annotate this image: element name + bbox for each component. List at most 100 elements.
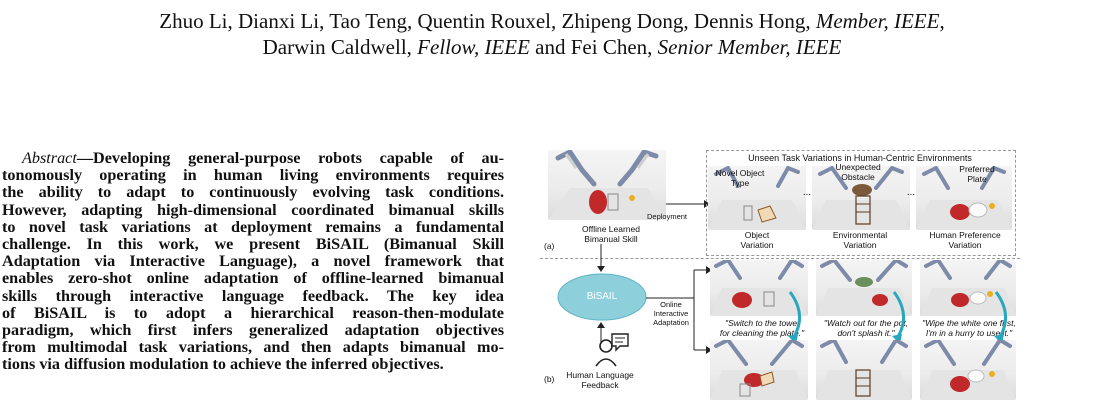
quote-pot-line1: "Watch out for the pot,	[823, 318, 909, 328]
quote-wipe-line1: "Wipe the white one first,	[922, 318, 1016, 328]
abstract-line: tonomously operating in human living env…	[2, 166, 504, 185]
author-list: Zhuo Li, Dianxi Li, Tao Teng, Quentin Ro…	[0, 8, 1104, 60]
adapt-pot-photo-after	[816, 340, 912, 400]
deployment-label: Deployment	[646, 212, 688, 221]
adapt-towel-photo-before	[710, 260, 808, 316]
human-language-line2: Feedback	[581, 380, 619, 390]
object-variation-label: Object Variation	[730, 230, 784, 250]
unseen-variations-title: Unseen Task Variations in Human-Centric …	[748, 153, 972, 163]
abstract-line: However, adapting high-dimensional coord…	[2, 200, 504, 219]
curved-arrow	[994, 291, 1007, 344]
environmental-line2: Variation	[843, 240, 877, 250]
unseen-variations-box	[706, 150, 1016, 256]
unexpected-line2: Obstacle	[841, 172, 875, 182]
abstract-line: paradigm, which first infers generalized…	[2, 321, 504, 340]
wipe-scene-before	[920, 260, 1016, 316]
human-preference-photo	[916, 166, 1012, 230]
abstract-line: tions via diffusion modulation to achiev…	[2, 355, 444, 374]
human-preference-line1: Human Preference	[929, 230, 1001, 240]
abstract-line: skills through interactive language feed…	[2, 286, 504, 305]
abstract-line: of BiSAIL is to adopt a hierarchical rea…	[2, 303, 504, 322]
ellipsis: ...	[802, 187, 812, 198]
abstract-line: from multimodal task variations, and the…	[2, 338, 504, 357]
unexpected-line1: Unexpected	[835, 162, 881, 172]
novel-object-line2: Type	[730, 178, 750, 188]
quote-towel: "Switch to the towel for cleaning the pl…	[710, 318, 814, 338]
adapt-towel-photo-after	[710, 340, 808, 400]
offline-skill-label: Offline Learned Bimanual Skill	[556, 224, 666, 244]
speaking-person-icon	[595, 333, 629, 367]
down-arrow	[597, 244, 605, 272]
adapt-pot-photo-before	[816, 260, 912, 316]
abstract: Abstract—Developing general-purpose robo…	[2, 149, 504, 374]
up-arrow	[597, 322, 605, 344]
object-variation-line2: Variation	[740, 240, 774, 250]
environmental-line1: Environmental	[832, 230, 888, 240]
pot-scene-after	[816, 340, 912, 400]
author-names-2b: and Fei Chen,	[535, 35, 653, 59]
panel-a-label: (a)	[544, 241, 555, 251]
author-role-2a: Fellow, IEEE	[417, 35, 530, 59]
robot-scene-illustration	[548, 150, 666, 220]
novel-object-label: Novel Object Type	[710, 168, 770, 188]
quote-towel-line1: "Switch to the towel	[725, 318, 799, 328]
abstract-line: enables zero-shot online adaptation of o…	[2, 269, 504, 288]
author-role-2b: Senior Member, IEEE	[657, 35, 842, 59]
online-line3: Adaptation	[653, 318, 689, 327]
bisail-node	[557, 273, 647, 321]
bisail-label: BiSAIL	[586, 291, 618, 302]
curved-arrow	[892, 291, 905, 344]
object-scene-illustration	[708, 166, 806, 230]
panel-b-label: (b)	[544, 374, 555, 384]
human-preference-line2: Variation	[948, 240, 982, 250]
abstract-line: Adaptation via Interactive Language), a …	[2, 252, 504, 271]
author-comma: ,	[939, 9, 945, 33]
environmental-variation-photo	[812, 166, 910, 230]
environmental-variation-label: Environmental Variation	[824, 230, 896, 250]
online-line2: Interactive	[653, 309, 689, 318]
abstract-line: the ability to adapt to continuously evo…	[2, 183, 504, 202]
online-adaptation-arrows	[646, 266, 712, 354]
offline-label-line1: Offline Learned	[582, 224, 640, 234]
author-names-1: Zhuo Li, Dianxi Li, Tao Teng, Quentin Ro…	[159, 9, 811, 33]
framework-figure: Offline Learned Bimanual Skill (a) Deplo…	[540, 148, 1100, 405]
deployment-arrow	[666, 200, 710, 208]
offline-skill-photo	[548, 150, 666, 220]
abstract-heading: Abstract	[22, 149, 77, 167]
abstract-line: challenge. In this work, we present BiSA…	[2, 235, 504, 254]
object-variation-line1: Object	[744, 230, 770, 240]
panel-divider	[540, 258, 1020, 259]
preferred-plate-label: Preferred Plate	[950, 164, 1004, 184]
ellipsis: ...	[906, 187, 916, 198]
pot-scene-before	[816, 260, 912, 316]
quote-wipe-line2: I'm in a hurry to use it."	[925, 328, 1013, 338]
author-line-2: Darwin Caldwell, Fellow, IEEE and Fei Ch…	[0, 34, 1104, 60]
preferred-line2: Plate	[967, 174, 987, 184]
quote-wipe: "Wipe the white one first, I'm in a hurr…	[916, 318, 1022, 338]
curved-arrow	[788, 291, 801, 344]
quote-pot-line2: don't splash it."	[837, 328, 895, 338]
offline-label-line2: Bimanual Skill	[584, 234, 638, 244]
online-adaptation-label: Online Interactive Adaptation	[646, 300, 696, 327]
adapt-wipe-photo-after	[920, 340, 1016, 400]
quote-towel-line2: for cleaning the plate."	[719, 328, 805, 338]
preference-scene-illustration	[916, 166, 1012, 230]
abstract-text: —Developing general-purpose robots capab…	[76, 149, 504, 167]
author-line-1: Zhuo Li, Dianxi Li, Tao Teng, Quentin Ro…	[0, 8, 1104, 34]
unexpected-obstacle-label: Unexpected Obstacle	[828, 162, 888, 182]
author-role-1: Member, IEEE	[815, 9, 940, 33]
preferred-line1: Preferred	[959, 164, 995, 174]
quote-pot: "Watch out for the pot, don't splash it.…	[814, 318, 918, 338]
author-names-2a: Darwin Caldwell,	[262, 35, 412, 59]
towel-scene-before	[710, 260, 808, 316]
online-line1: Online	[660, 300, 682, 309]
human-preference-label: Human Preference Variation	[920, 230, 1010, 250]
human-language-line1: Human Language	[566, 370, 634, 380]
abstract-line: to novel task variations at deployment r…	[2, 217, 504, 236]
object-variation-photo	[708, 166, 806, 230]
novel-object-line1: Novel Object	[715, 168, 765, 178]
abstract-line: Abstract—Developing general-purpose robo…	[2, 149, 504, 167]
environment-scene-illustration	[812, 166, 910, 230]
wipe-scene-after	[920, 340, 1016, 400]
towel-scene-after	[710, 340, 808, 400]
